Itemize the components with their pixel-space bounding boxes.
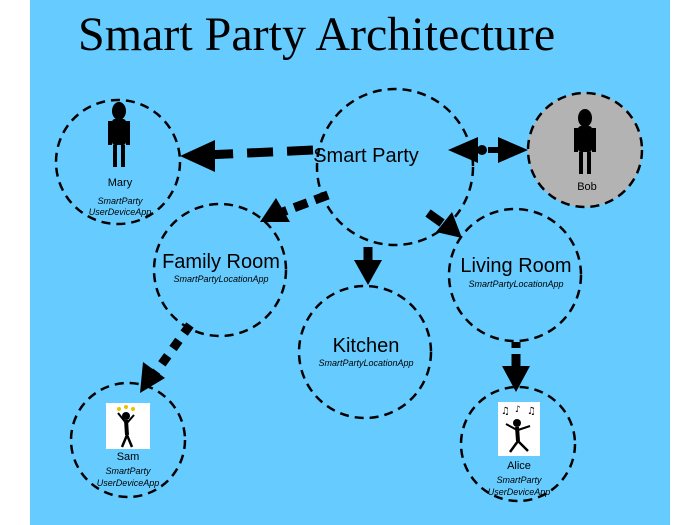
person-dancing-icon	[106, 403, 150, 449]
person-silhouette-icon	[574, 109, 596, 174]
svg-text:♪: ♪	[515, 405, 521, 415]
mary-node	[54, 98, 182, 226]
alice-app-line2: UserDeviceApp	[488, 487, 551, 497]
slide: Smart Party Architecture	[30, 0, 670, 525]
arrow-smartparty-to-familyroom	[260, 190, 330, 222]
arrow-familyroom-to-sam	[140, 322, 194, 393]
living-room-app: SmartPartyLocationApp	[468, 279, 563, 289]
kitchen-label: Kitchen	[333, 335, 400, 357]
mary-app-line1: SmartParty	[97, 196, 143, 206]
bob-name: Bob	[577, 181, 597, 193]
alice-name: Alice	[507, 460, 531, 472]
smart-party-label: Smart Party	[313, 145, 419, 167]
family-room-label: Family Room	[162, 251, 280, 273]
arrow-smartparty-to-mary	[180, 140, 314, 172]
living-room-label: Living Room	[460, 255, 571, 277]
family-room-app: SmartPartyLocationApp	[173, 274, 268, 284]
svg-text:♫: ♫	[527, 406, 536, 417]
sam-app-line1: SmartParty	[105, 466, 151, 476]
diagram-title: Smart Party Architecture	[78, 8, 555, 61]
architecture-diagram: Smart Party Architecture	[54, 8, 644, 503]
arrow-smartparty-to-kitchen	[354, 247, 382, 285]
person-silhouette-icon	[108, 102, 130, 167]
smart-party-node	[315, 87, 475, 247]
sam-node	[69, 381, 187, 499]
sam-name: Sam	[117, 451, 140, 463]
family-room-node	[152, 202, 288, 338]
mary-app-line2: UserDeviceApp	[89, 207, 152, 217]
svg-text:♫: ♫	[501, 406, 510, 417]
living-room-node	[447, 207, 583, 343]
arrow-smartparty-bob-bidirectional	[448, 137, 528, 163]
kitchen-app: SmartPartyLocationApp	[318, 358, 413, 368]
person-dancing-music-icon: ♫ ♪ ♫	[498, 402, 540, 456]
sam-app-line2: UserDeviceApp	[97, 478, 160, 488]
alice-node	[459, 385, 577, 503]
alice-app-line1: SmartParty	[496, 475, 542, 485]
arrow-smartparty-to-livingroom	[425, 209, 462, 238]
mary-name: Mary	[108, 177, 133, 189]
kitchen-node	[297, 284, 433, 420]
arrow-livingroom-to-alice	[502, 342, 530, 392]
